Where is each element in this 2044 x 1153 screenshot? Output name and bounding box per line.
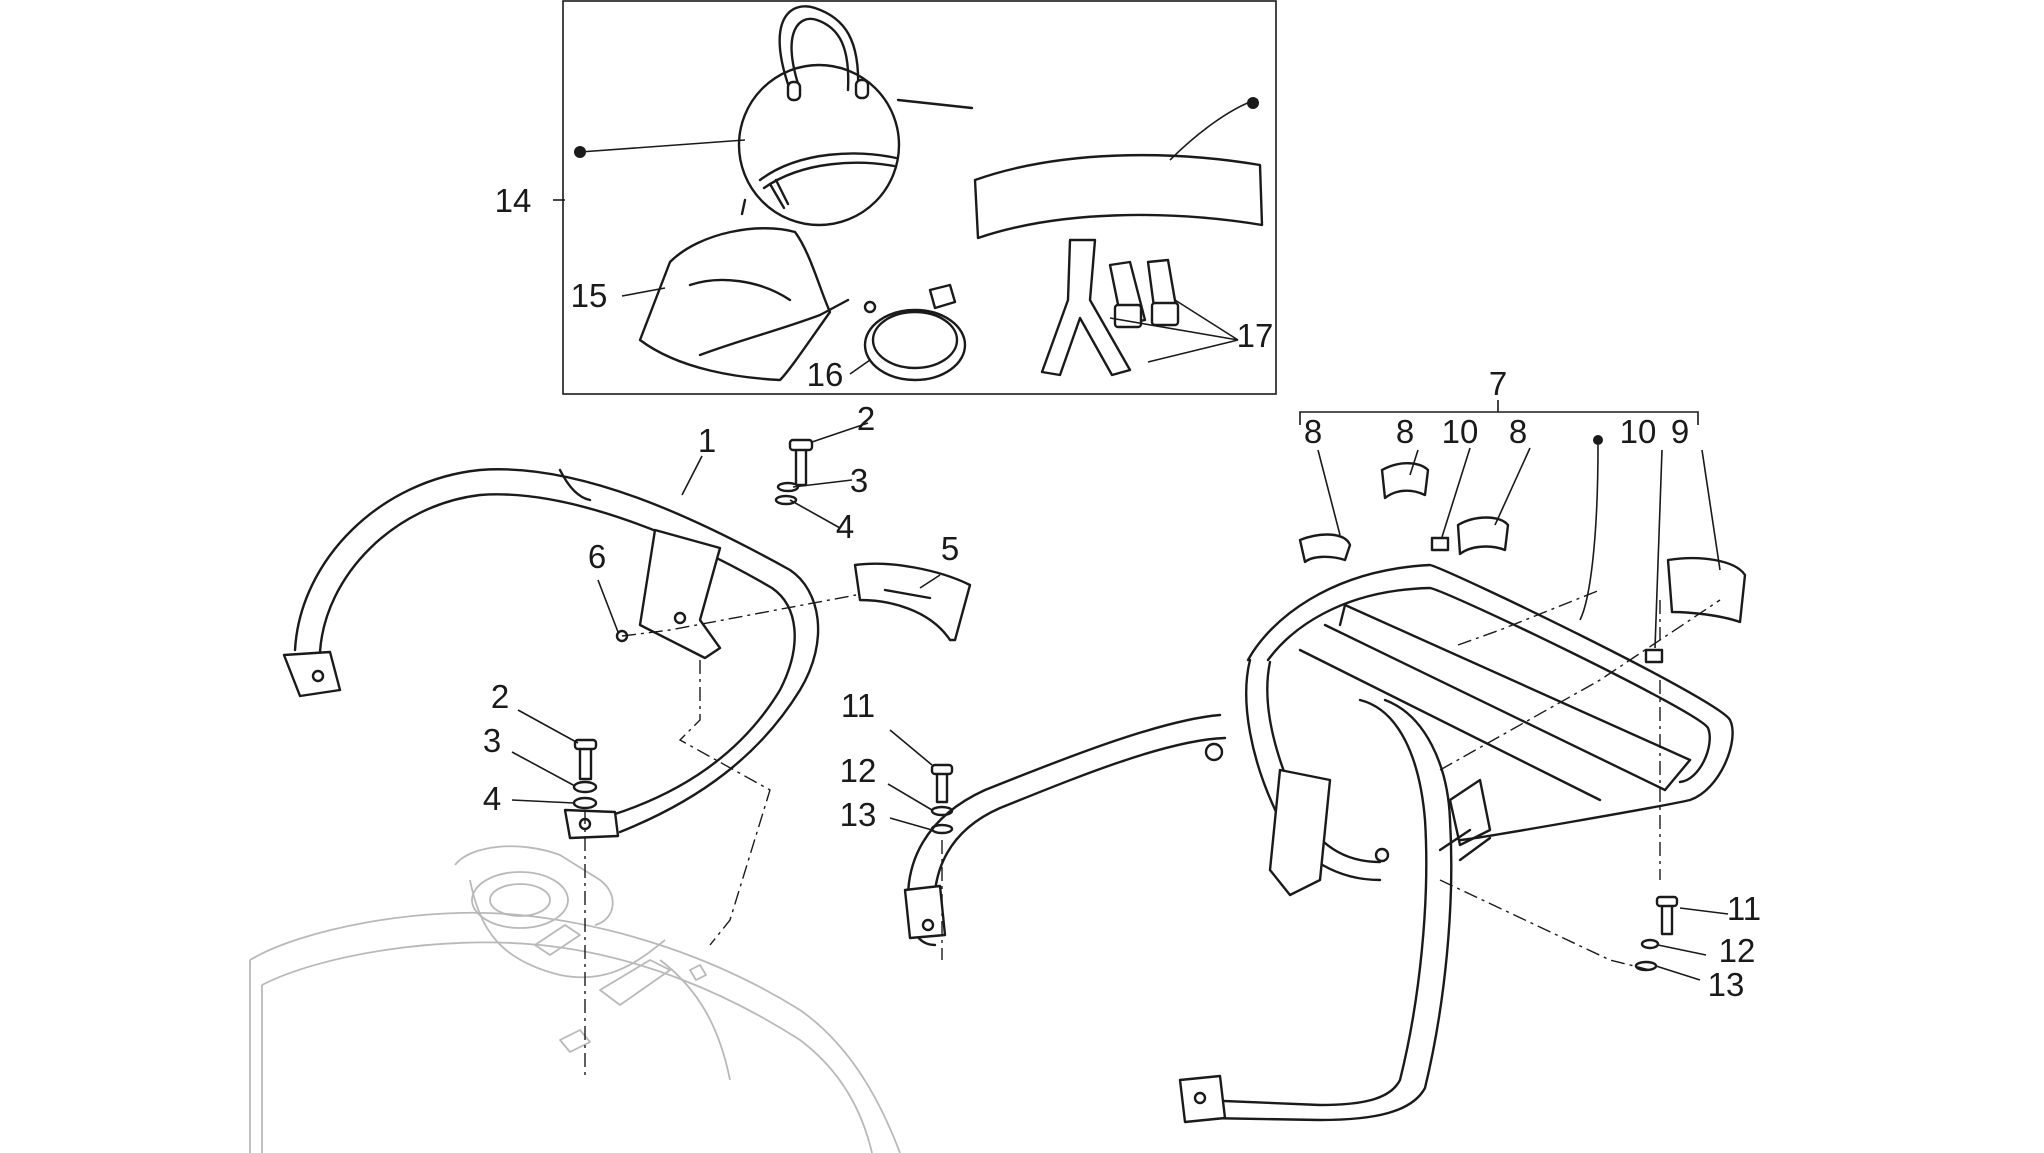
callout-12-middle: 12 (840, 752, 877, 789)
rack-group-bracket (1299, 400, 1699, 425)
hardware-right (1634, 895, 1679, 972)
bag-cover (638, 227, 877, 382)
callout-9: 9 (1671, 413, 1689, 450)
accessory-kit-frame (562, 0, 1277, 395)
callout-13-middle: 13 (840, 796, 877, 833)
ring-strap (863, 283, 967, 382)
callout-2-bottom: 2 (491, 678, 509, 715)
grab-handle (282, 468, 820, 840)
strap-panel (973, 101, 1264, 240)
callout-14: 14 (495, 182, 532, 219)
callout-11-right: 11 (1727, 890, 1761, 927)
callout-3-bottom: 3 (483, 722, 501, 759)
hardware-top-left (774, 438, 814, 506)
callout-2-top: 2 (857, 400, 875, 437)
leader-17 (1109, 299, 1239, 363)
callout-13-right: 13 (1708, 966, 1745, 1003)
callout-16: 16 (807, 356, 844, 393)
callout-3-top: 3 (850, 462, 868, 499)
fixing-straps (1040, 238, 1180, 377)
callout-8-b: 8 (1396, 413, 1414, 450)
callout-6: 6 (588, 538, 606, 575)
callout-10-b: 10 (1620, 413, 1657, 450)
hardware-bottom-left (572, 738, 598, 810)
scooter-body-outline (249, 845, 901, 1153)
callout-leaders (511, 422, 1729, 981)
callout-labels: 14 15 16 17 1 2 3 4 5 6 2 3 4 11 12 13 7… (483, 182, 1761, 1003)
callout-10-a: 10 (1442, 413, 1479, 450)
kit-dot-left (574, 146, 586, 158)
callout-8-c: 8 (1509, 413, 1527, 450)
round-spare-wheel-bag (737, 5, 974, 227)
leader-16 (849, 359, 871, 375)
callout-1: 1 (698, 422, 716, 459)
leader-7-rack (1579, 444, 1599, 621)
kit-dot-right (1247, 97, 1259, 109)
callout-7: 7 (1489, 365, 1507, 402)
callout-11-middle: 11 (841, 687, 875, 724)
callout-15: 15 (571, 277, 608, 314)
rack-dot (1593, 435, 1603, 445)
leader-15 (621, 287, 666, 297)
callout-8-a: 8 (1304, 413, 1322, 450)
leader-14-dot (579, 139, 746, 153)
luggage-rack (903, 563, 1734, 1124)
rack-end-caps (1298, 462, 1747, 664)
callout-5: 5 (941, 530, 959, 567)
callout-4-top: 4 (836, 508, 854, 545)
callout-4-bottom: 4 (483, 780, 501, 817)
callout-12-right: 12 (1719, 932, 1756, 969)
callout-17: 17 (1237, 317, 1274, 354)
hardware-middle (930, 763, 954, 835)
assembly-lines (584, 589, 1721, 1080)
handle-cover (853, 562, 972, 642)
